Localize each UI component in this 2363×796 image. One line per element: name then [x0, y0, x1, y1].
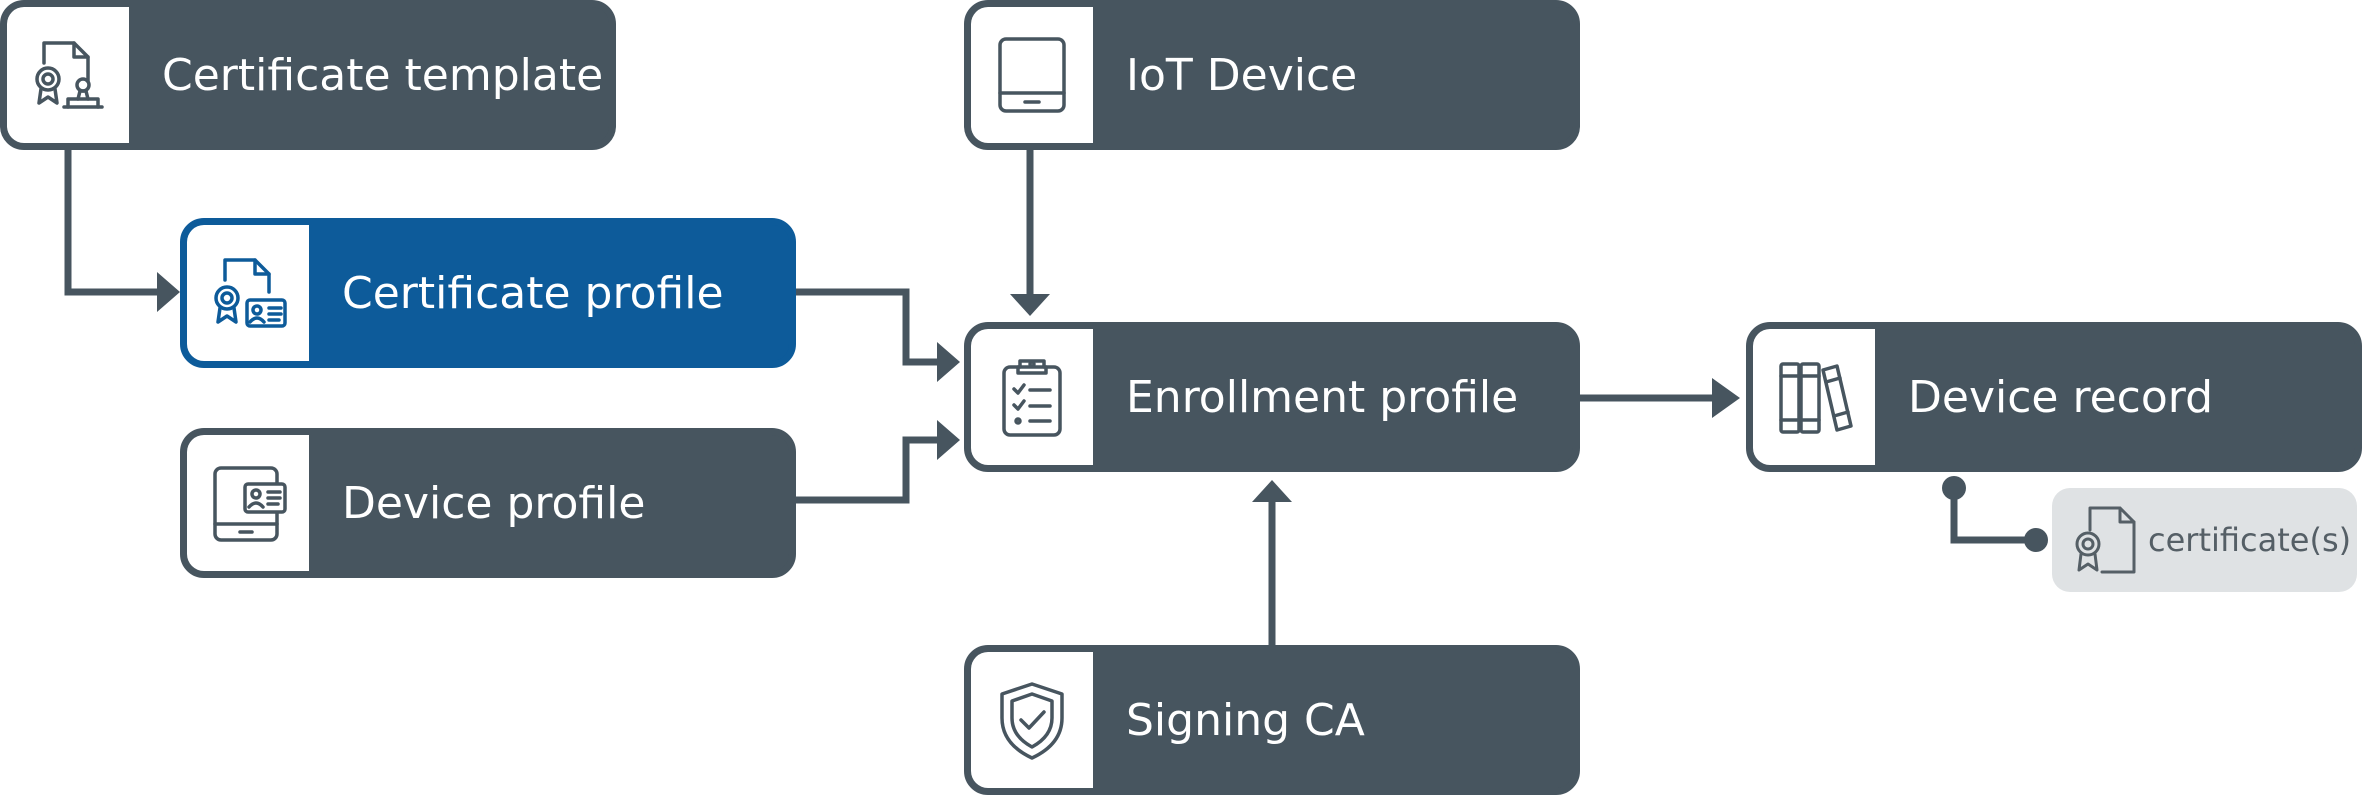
chip-label: certificate(s) — [2148, 521, 2352, 559]
arrowhead-enrollment-top — [1010, 294, 1050, 316]
node-certificate-template[interactable]: Certificate template — [0, 0, 616, 150]
node-label: IoT Device — [1126, 49, 1358, 101]
node-icon-box — [187, 225, 309, 361]
connector-deviceprofile-to-enrollment — [792, 436, 940, 504]
node-icon-box — [971, 7, 1093, 143]
node-icon-box — [1753, 329, 1875, 465]
node-label: Enrollment profile — [1126, 371, 1519, 423]
node-device-profile[interactable]: Device profile — [180, 428, 796, 578]
node-device-record[interactable]: Device record — [1746, 322, 2362, 472]
node-label: Certificate template — [162, 49, 604, 101]
arrowhead-device-record — [1712, 378, 1740, 418]
node-icon-box — [971, 652, 1093, 788]
connector-template-to-certprofile — [64, 148, 160, 296]
arrowhead-certprofile — [157, 272, 180, 312]
node-label: Signing CA — [1126, 694, 1365, 746]
node-signing-ca[interactable]: Signing CA — [964, 645, 1580, 795]
certificate-id-icon — [214, 258, 287, 328]
certificates-attachment[interactable]: certificate(s) — [2052, 488, 2357, 592]
node-iot-device[interactable]: IoT Device — [964, 0, 1580, 150]
connector-dot-certificates — [2024, 528, 2048, 552]
connector-dot-record — [1942, 476, 1966, 500]
arrowhead-enrollment-lower — [937, 420, 960, 460]
node-label: Certificate profile — [342, 267, 724, 319]
node-icon-box — [7, 7, 129, 143]
arrowhead-enrollment-upper — [937, 342, 960, 382]
node-label: Device profile — [342, 477, 646, 529]
device-id-icon — [213, 466, 287, 542]
node-enrollment-profile[interactable]: Enrollment profile — [964, 322, 1580, 472]
chip-icon-wrap — [2066, 500, 2142, 585]
node-certificate-profile[interactable]: Certificate profile — [180, 218, 796, 368]
certificate-stamp-icon — [35, 41, 104, 109]
connector-certprofile-to-enrollment — [792, 288, 940, 366]
certificate-document-icon — [2075, 506, 2136, 574]
shield-check-icon — [1000, 682, 1064, 760]
books-icon — [1779, 362, 1853, 434]
node-icon-box — [187, 435, 309, 571]
arrowhead-enrollment-bottom — [1252, 480, 1292, 502]
node-label: Device record — [1908, 371, 2214, 423]
connector-record-to-certificates — [1950, 488, 2036, 544]
clipboard-checklist-icon — [1002, 359, 1062, 437]
node-icon-box — [971, 329, 1093, 465]
tablet-icon — [998, 37, 1066, 113]
